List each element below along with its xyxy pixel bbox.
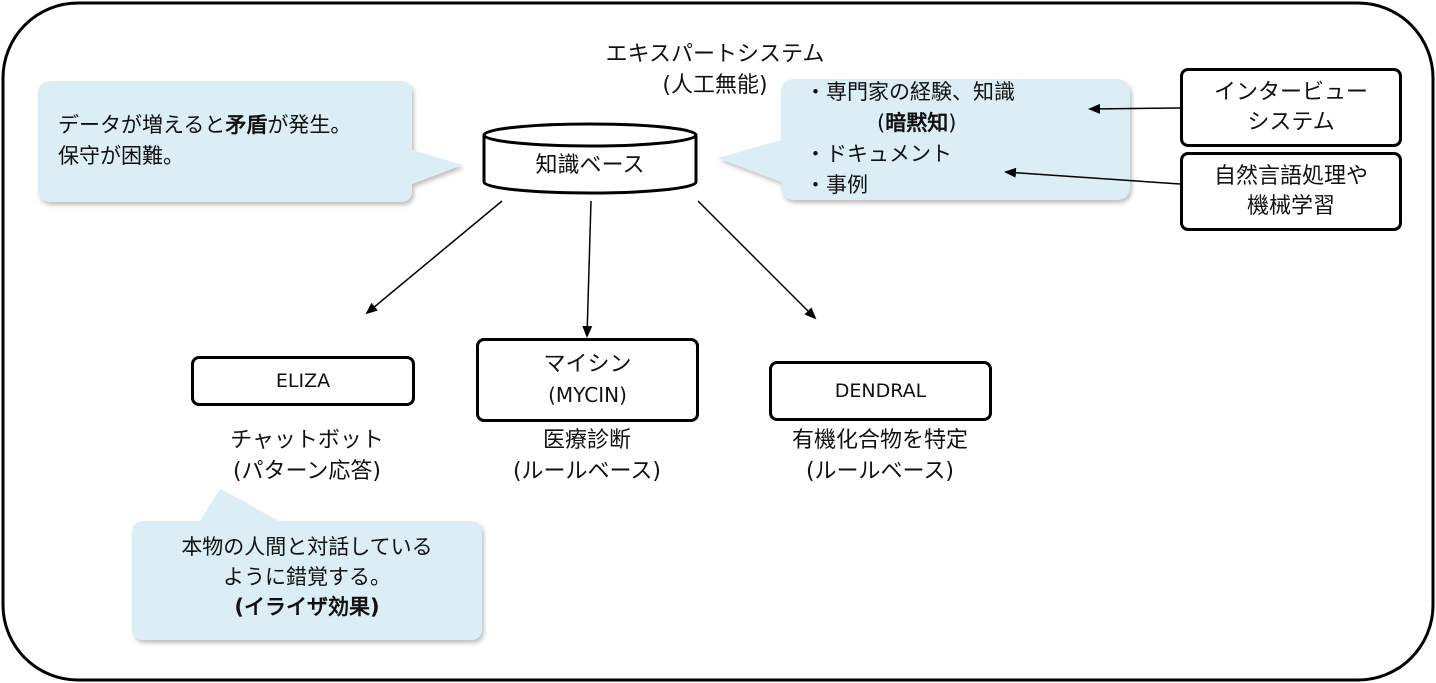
eliza-desc-line2: (パターン応答) bbox=[232, 459, 382, 484]
arrow-kb-to-mycin bbox=[582, 200, 593, 338]
right-bubble-item-cases: ・事例 bbox=[805, 173, 868, 197]
arrow-interview-to-bubble bbox=[1088, 103, 1181, 114]
nlp-ml-box: 自然言語処理や 機械学習 bbox=[1180, 152, 1402, 231]
right-bubble-list: ・専門家の経験、知識 (暗黙知) ・ドキュメント ・事例 bbox=[805, 77, 1015, 201]
mycin-desc-line2: (ルールベース) bbox=[512, 459, 662, 484]
dendral-name: DENDRAL bbox=[834, 380, 927, 402]
title-line1: エキスパートシステム bbox=[605, 42, 825, 67]
eliza-box: ELIZA bbox=[191, 356, 415, 406]
mycin-name: マイシン bbox=[543, 352, 632, 377]
nlp-ml-line1: 自然言語処理や bbox=[1213, 163, 1368, 189]
left-speech-bubble bbox=[38, 81, 462, 202]
eliza-bubble-line2: ように錯覚する。 bbox=[223, 565, 391, 589]
left-bubble-line2: 保守が困難。 bbox=[58, 144, 184, 168]
left-bubble-text: データが増えると矛盾が発生。 保守が困難。 bbox=[58, 110, 351, 172]
arrow-nlp-to-bubble bbox=[1004, 167, 1181, 185]
mycin-name-en: (MYCIN) bbox=[548, 383, 627, 407]
right-speech-bubble bbox=[718, 79, 1130, 200]
arrow-kb-to-dendral bbox=[697, 200, 817, 320]
dendral-desc-line2: (ルールベース) bbox=[805, 459, 955, 484]
mycin-box: マイシン (MYCIN) bbox=[476, 338, 699, 422]
knowledge-base-cylinder bbox=[482, 122, 698, 195]
eliza-speech-bubble bbox=[132, 489, 482, 640]
eliza-desc-line1: チャットボット bbox=[230, 428, 384, 453]
eliza-effect-label: (イライザ効果) bbox=[234, 595, 380, 619]
right-bubble-item-expert: ・専門家の経験、知識 bbox=[805, 80, 1015, 104]
mycin-desc-line1: 医療診断 bbox=[542, 428, 631, 453]
interview-system-line1: インタービュー bbox=[1213, 79, 1368, 105]
eliza-bubble-line1: 本物の人間と対話している bbox=[181, 535, 433, 559]
dendral-desc-line1: 有機化合物を特定 bbox=[791, 428, 968, 453]
dendral-box: DENDRAL bbox=[769, 361, 992, 421]
knowledge-base-label: 知識ベース bbox=[535, 153, 645, 178]
eliza-bubble-text: 本物の人間と対話している ように錯覚する。 (イライザ効果) bbox=[132, 532, 482, 622]
eliza-name: ELIZA bbox=[275, 370, 331, 392]
nlp-ml-line2: 機械学習 bbox=[1246, 193, 1335, 219]
arrow-kb-to-eliza bbox=[365, 200, 503, 315]
interview-system-line2: システム bbox=[1247, 109, 1335, 135]
left-bubble-line1: データが増えると矛盾が発生。 bbox=[58, 113, 352, 137]
right-bubble-item-tacit: (暗黙知) bbox=[877, 111, 957, 135]
interview-system-box: インタービュー システム bbox=[1180, 68, 1402, 147]
title-line2: (人工無能) bbox=[662, 73, 768, 98]
right-bubble-item-documents: ・ドキュメント bbox=[805, 142, 952, 166]
